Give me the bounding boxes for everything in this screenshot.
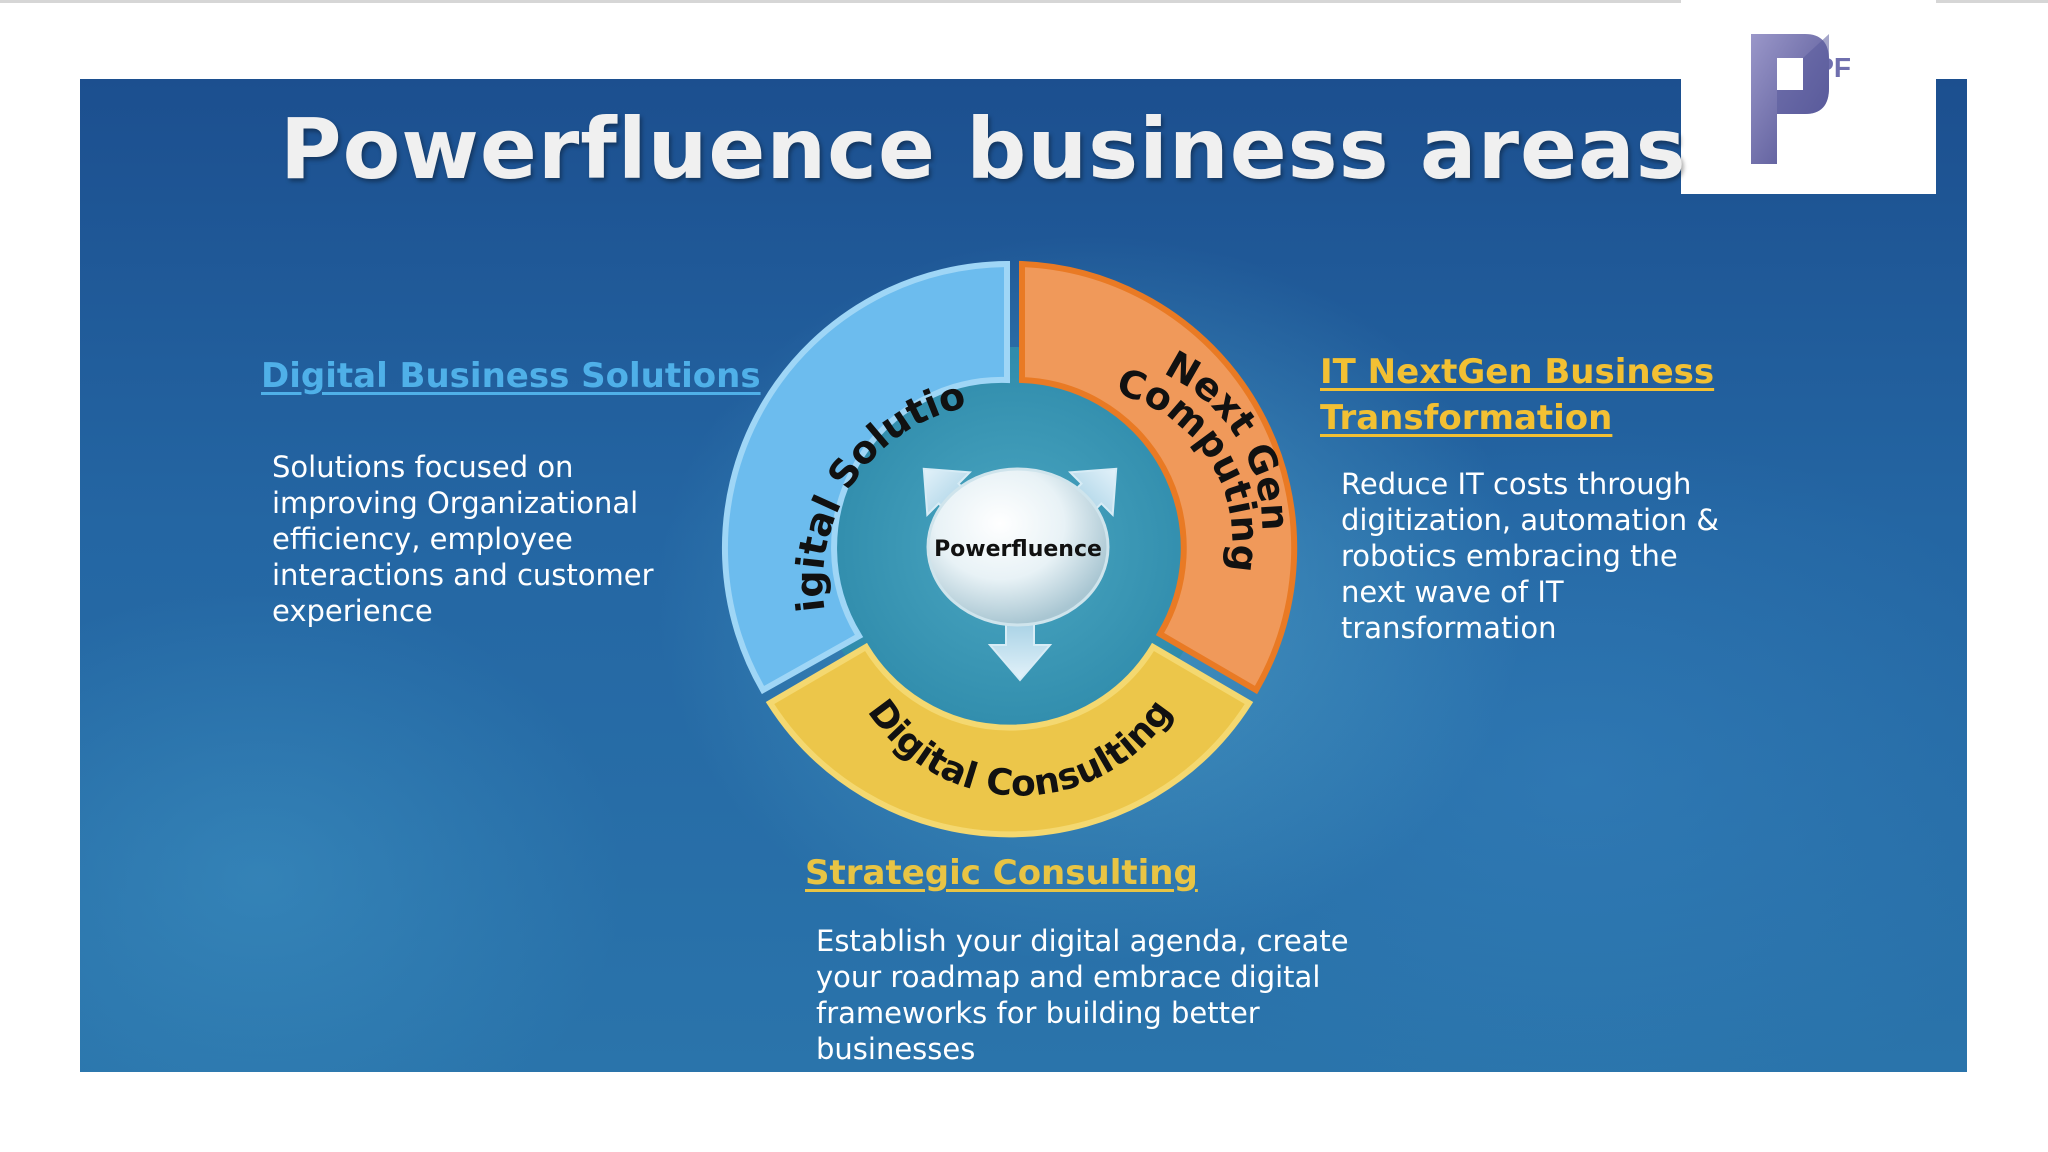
logo-box: PF <box>1681 0 1936 194</box>
page-title: Powerfluence business areas <box>280 100 1687 198</box>
desc-it-nextgen-business-transformation: Reduce IT costs through digitization, au… <box>1341 467 1720 645</box>
center-sphere <box>926 467 1110 627</box>
segment-digital-consulting <box>765 642 1254 838</box>
powerfluence-logo-icon <box>1751 34 1829 164</box>
logo-letter-f: PF <box>1829 52 1851 83</box>
top-border <box>0 0 2048 3</box>
segment-digital-solutions <box>721 260 1010 695</box>
heading-strategic-consulting[interactable]: Strategic Consulting <box>805 853 1198 893</box>
heading-digital-business-solutions[interactable]: Digital Business Solutions <box>261 356 761 396</box>
desc-digital-business-solutions: Solutions focused on improving Organizat… <box>272 450 654 628</box>
desc-strategic-consulting: Establish your digital agenda, create yo… <box>816 924 1349 1066</box>
business-areas-diagram: Digital Solutions Next Gen Computing Dig… <box>700 245 1298 838</box>
center-label: Powerfluence <box>934 537 1102 562</box>
heading-it-nextgen-business-transformation[interactable]: IT NextGen Business Transformation <box>1320 352 1715 438</box>
segment-next-gen-computing <box>1019 260 1298 695</box>
